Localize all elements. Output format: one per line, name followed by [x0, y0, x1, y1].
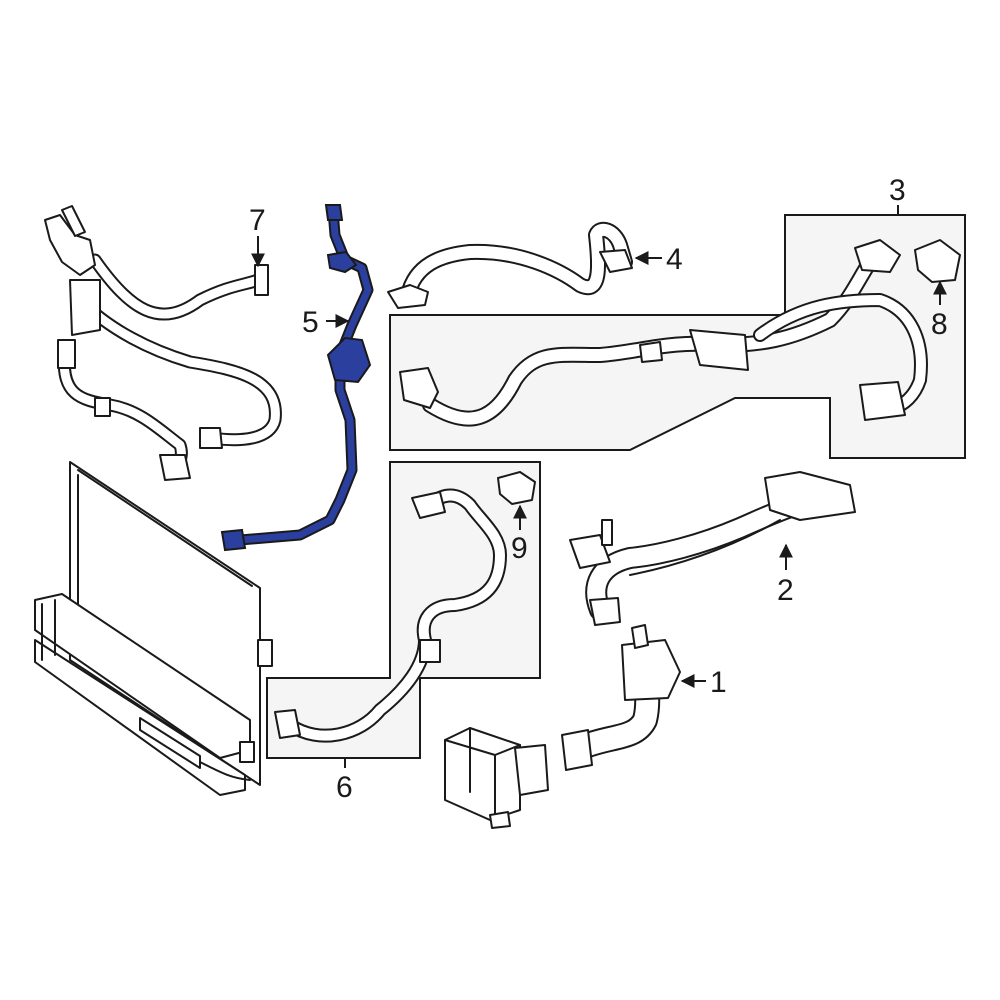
part-4-hose: [387, 221, 633, 309]
part-1-hose-assembly: [561, 624, 681, 771]
callout-1: 1: [710, 666, 727, 699]
part-8-clip: [914, 239, 961, 283]
part-2-hose-assembly: [569, 471, 856, 626]
callout-2: 2: [777, 574, 794, 607]
group-box-3: [389, 214, 966, 459]
condenser: [34, 461, 273, 796]
callout-6: 6: [336, 771, 353, 804]
component-block: [444, 727, 549, 829]
callout-7: 7: [249, 204, 266, 237]
callout-8: 8: [931, 308, 948, 341]
callout-9: 9: [511, 532, 528, 565]
part-9-clip: [497, 471, 536, 505]
callout-3: 3: [889, 174, 906, 207]
part-7-hose-assembly: [44, 205, 282, 481]
callout-5: 5: [302, 306, 319, 339]
part-3-hose-assembly: [399, 239, 928, 427]
part-6-hose: [274, 488, 507, 743]
part-5-hose-highlighted: [220, 204, 374, 552]
callout-4: 4: [666, 243, 683, 276]
group-box-6: [266, 461, 541, 759]
